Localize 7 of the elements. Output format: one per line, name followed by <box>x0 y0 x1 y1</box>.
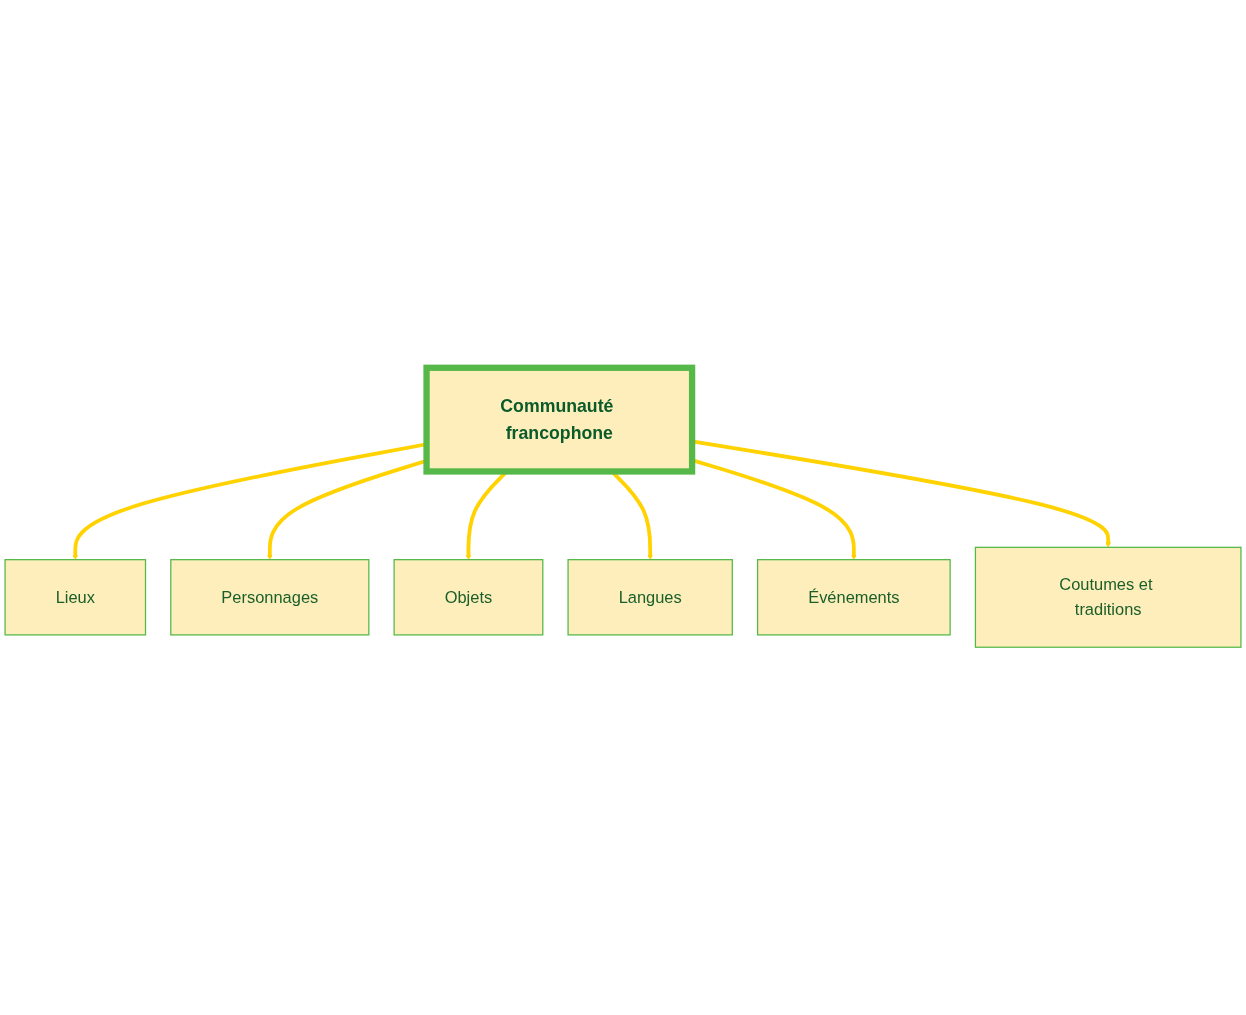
node-box: Langues <box>567 559 733 636</box>
node-box: Personnages <box>170 559 370 636</box>
node-box: Coutumes et traditions <box>974 546 1242 648</box>
node-box: Événements <box>756 559 951 636</box>
node-box: Communauté francophone <box>423 364 696 475</box>
node-box: Lieux <box>4 559 147 636</box>
node-box: Objets <box>393 559 544 636</box>
